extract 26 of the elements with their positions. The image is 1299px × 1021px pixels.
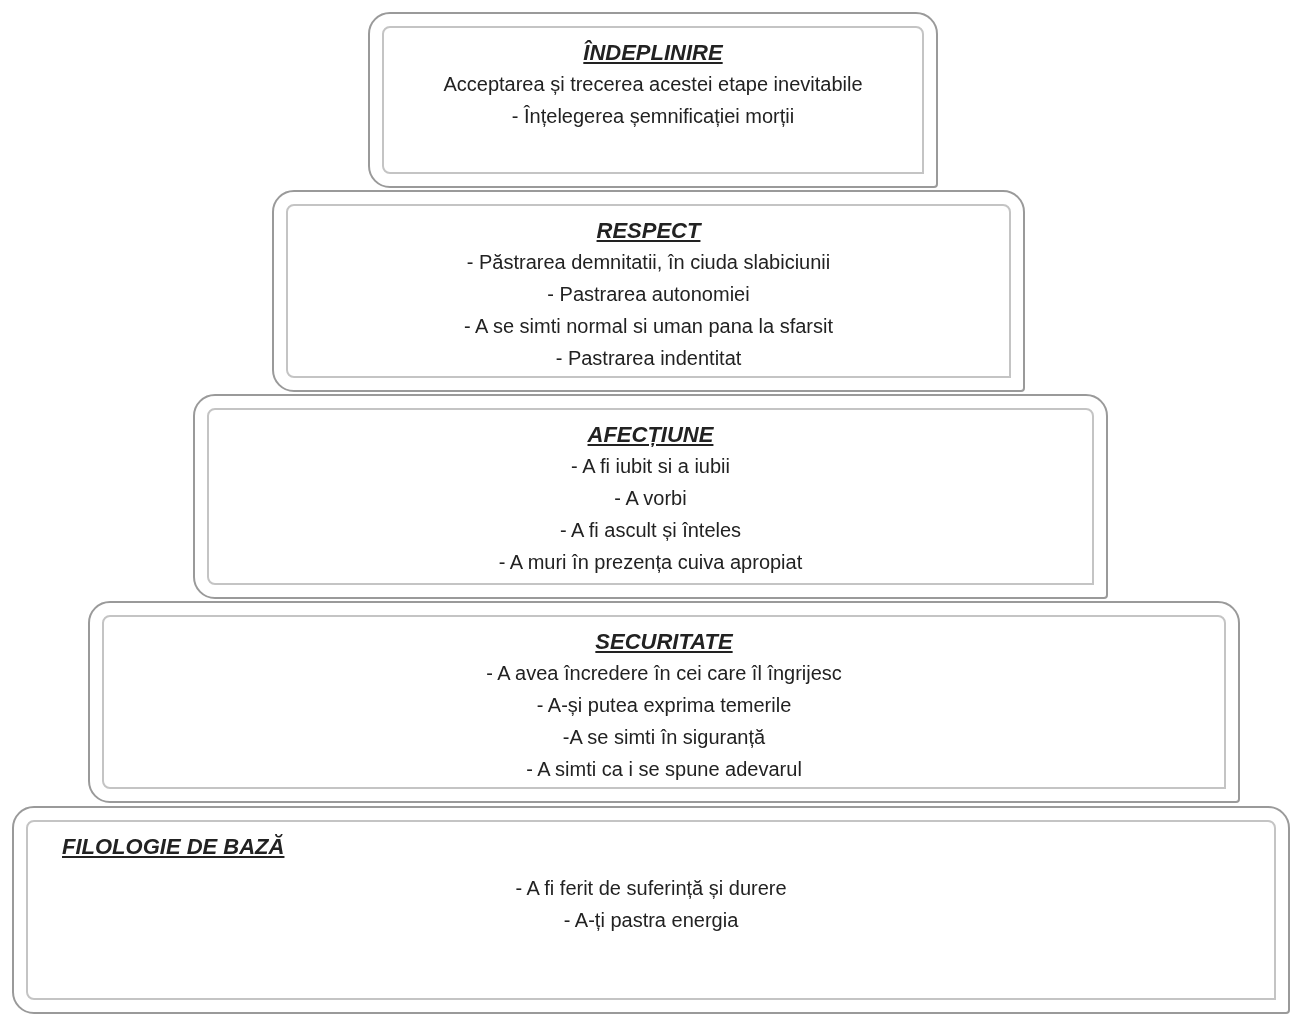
need-item: - Înțelegerea șemnificației morții (511, 104, 795, 129)
need-item: - A avea încredere în cei care îl îngrijesc (486, 661, 842, 686)
pyramid-level (368, 12, 938, 188)
need-item: - A-ți pastra energia (563, 908, 739, 933)
need-item: - A se simti normal si uman pana la sfarsit (463, 314, 833, 339)
level-heading: FILOLOGIE DE BAZĂ (62, 833, 285, 861)
pyramid-level (193, 394, 1108, 599)
need-item: - A vorbi (614, 486, 687, 511)
need-item: - A-și putea exprima temerile (536, 693, 792, 718)
need-item: - A muri în prezența cuiva apropiat (498, 550, 803, 575)
need-item: - A simti ca i se spune adevarul (526, 757, 802, 782)
need-item: -A se simti în siguranță (562, 725, 766, 750)
need-item: - A fi ferit de suferință și durere (515, 876, 787, 901)
pyramid-level (272, 190, 1025, 392)
need-item: - Pastrarea autonomiei (547, 282, 750, 307)
level-heading: ÎNDEPLINIRE (583, 39, 723, 67)
need-item: - A fi iubit si a iubii (571, 454, 730, 479)
need-item: - Păstrarea demnitatii, în ciuda slabiciunii (466, 250, 831, 275)
need-item: - A fi ascult și înteles (559, 518, 742, 543)
level-heading: AFECȚIUNE (587, 421, 714, 449)
need-item: - Pastrarea indentitat (555, 346, 742, 371)
need-item: Acceptarea și trecerea acestei etape inevitabile (443, 72, 863, 97)
level-heading: RESPECT (596, 217, 701, 245)
pyramid-level (12, 806, 1290, 1014)
pyramid-level (88, 601, 1240, 803)
level-heading: SECURITATE (595, 628, 733, 656)
